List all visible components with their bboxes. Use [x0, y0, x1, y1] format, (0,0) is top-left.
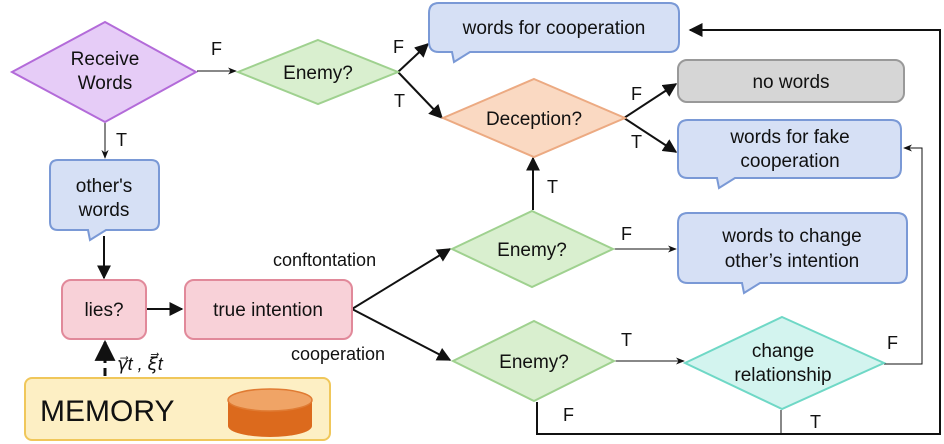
- words-change-node: words to change other’s intention: [677, 212, 908, 295]
- others-words-label-1: other's: [76, 176, 132, 197]
- receive-words-node: Receive Words: [9, 20, 199, 124]
- edge-enemy-bottom-to-words-cooperation: [536, 23, 941, 435]
- words-fake-label-2: cooperation: [740, 151, 839, 172]
- change-relationship-label-2: relationship: [734, 365, 831, 386]
- receive-words-label-1: Receive: [71, 49, 140, 70]
- edge-labels: F T F T F T T F conftontation cooperatio…: [116, 37, 898, 432]
- memory-label: MEMORY: [40, 395, 174, 428]
- label-receive-t: T: [116, 130, 127, 150]
- edge-enemy-top-to-deception: [397, 71, 443, 120]
- label-confrontation: conftontation: [273, 250, 376, 270]
- label-cooperation: cooperation: [291, 344, 385, 364]
- enemy-mid-node: Enemy?: [449, 209, 616, 289]
- database-icon: [227, 388, 313, 437]
- label-receive-f: F: [211, 39, 222, 59]
- words-cooperation-label: words for cooperation: [462, 18, 646, 39]
- others-words-label-2: words: [78, 200, 130, 221]
- words-change-label-1: words to change: [721, 226, 861, 247]
- edge-true-to-enemy-mid: [351, 248, 452, 310]
- enemy-top-label: Enemy?: [283, 63, 353, 84]
- enemy-bottom-node: Enemy?: [450, 319, 617, 403]
- label-memory-vars: γ⃗t , ξ⃗t: [117, 353, 164, 374]
- others-words-node: other's words: [49, 159, 160, 242]
- change-relationship-node: change relationship: [682, 315, 887, 411]
- label-enemy-top-f: F: [393, 37, 404, 57]
- lies-node: lies?: [61, 279, 147, 340]
- words-change-label-2: other’s intention: [725, 251, 860, 272]
- enemy-mid-label: Enemy?: [497, 240, 567, 261]
- words-cooperation-node: words for cooperation: [428, 2, 680, 64]
- true-intention-node: true intention: [184, 279, 353, 340]
- label-enemy-bottom-t: T: [621, 330, 632, 350]
- deception-node: Deception?: [440, 77, 628, 159]
- edge-deception-to-no-words: [623, 83, 678, 119]
- words-fake-label-1: words for fake: [729, 127, 849, 148]
- edge-true-to-enemy-bottom: [351, 308, 452, 361]
- label-enemy-bottom-f: F: [563, 405, 574, 425]
- deception-label: Deception?: [486, 109, 582, 130]
- label-deception-f: F: [631, 84, 642, 104]
- label-change-f: F: [887, 333, 898, 353]
- label-change-t: T: [810, 412, 821, 432]
- enemy-top-node: Enemy?: [235, 38, 401, 106]
- words-fake-node: words for fake cooperation: [677, 119, 902, 190]
- edges: [94, 23, 941, 435]
- label-enemy-top-t: T: [394, 91, 405, 111]
- edge-deception-to-words-fake: [623, 117, 678, 153]
- enemy-bottom-label: Enemy?: [499, 352, 569, 373]
- edge-change-to-words-fake: [884, 144, 923, 365]
- label-enemy-mid-f: F: [621, 224, 632, 244]
- true-intention-label: true intention: [213, 300, 323, 321]
- no-words-node: no words: [677, 59, 905, 103]
- edge-enemy-top-to-words-cooperation: [397, 43, 430, 73]
- receive-words-label-2: Words: [78, 73, 133, 94]
- memory-node: MEMORY: [24, 377, 331, 441]
- label-enemy-mid-t: T: [547, 177, 558, 197]
- change-relationship-label-1: change: [752, 341, 814, 362]
- label-deception-t: T: [631, 132, 642, 152]
- no-words-label: no words: [752, 72, 829, 93]
- lies-label: lies?: [84, 300, 123, 321]
